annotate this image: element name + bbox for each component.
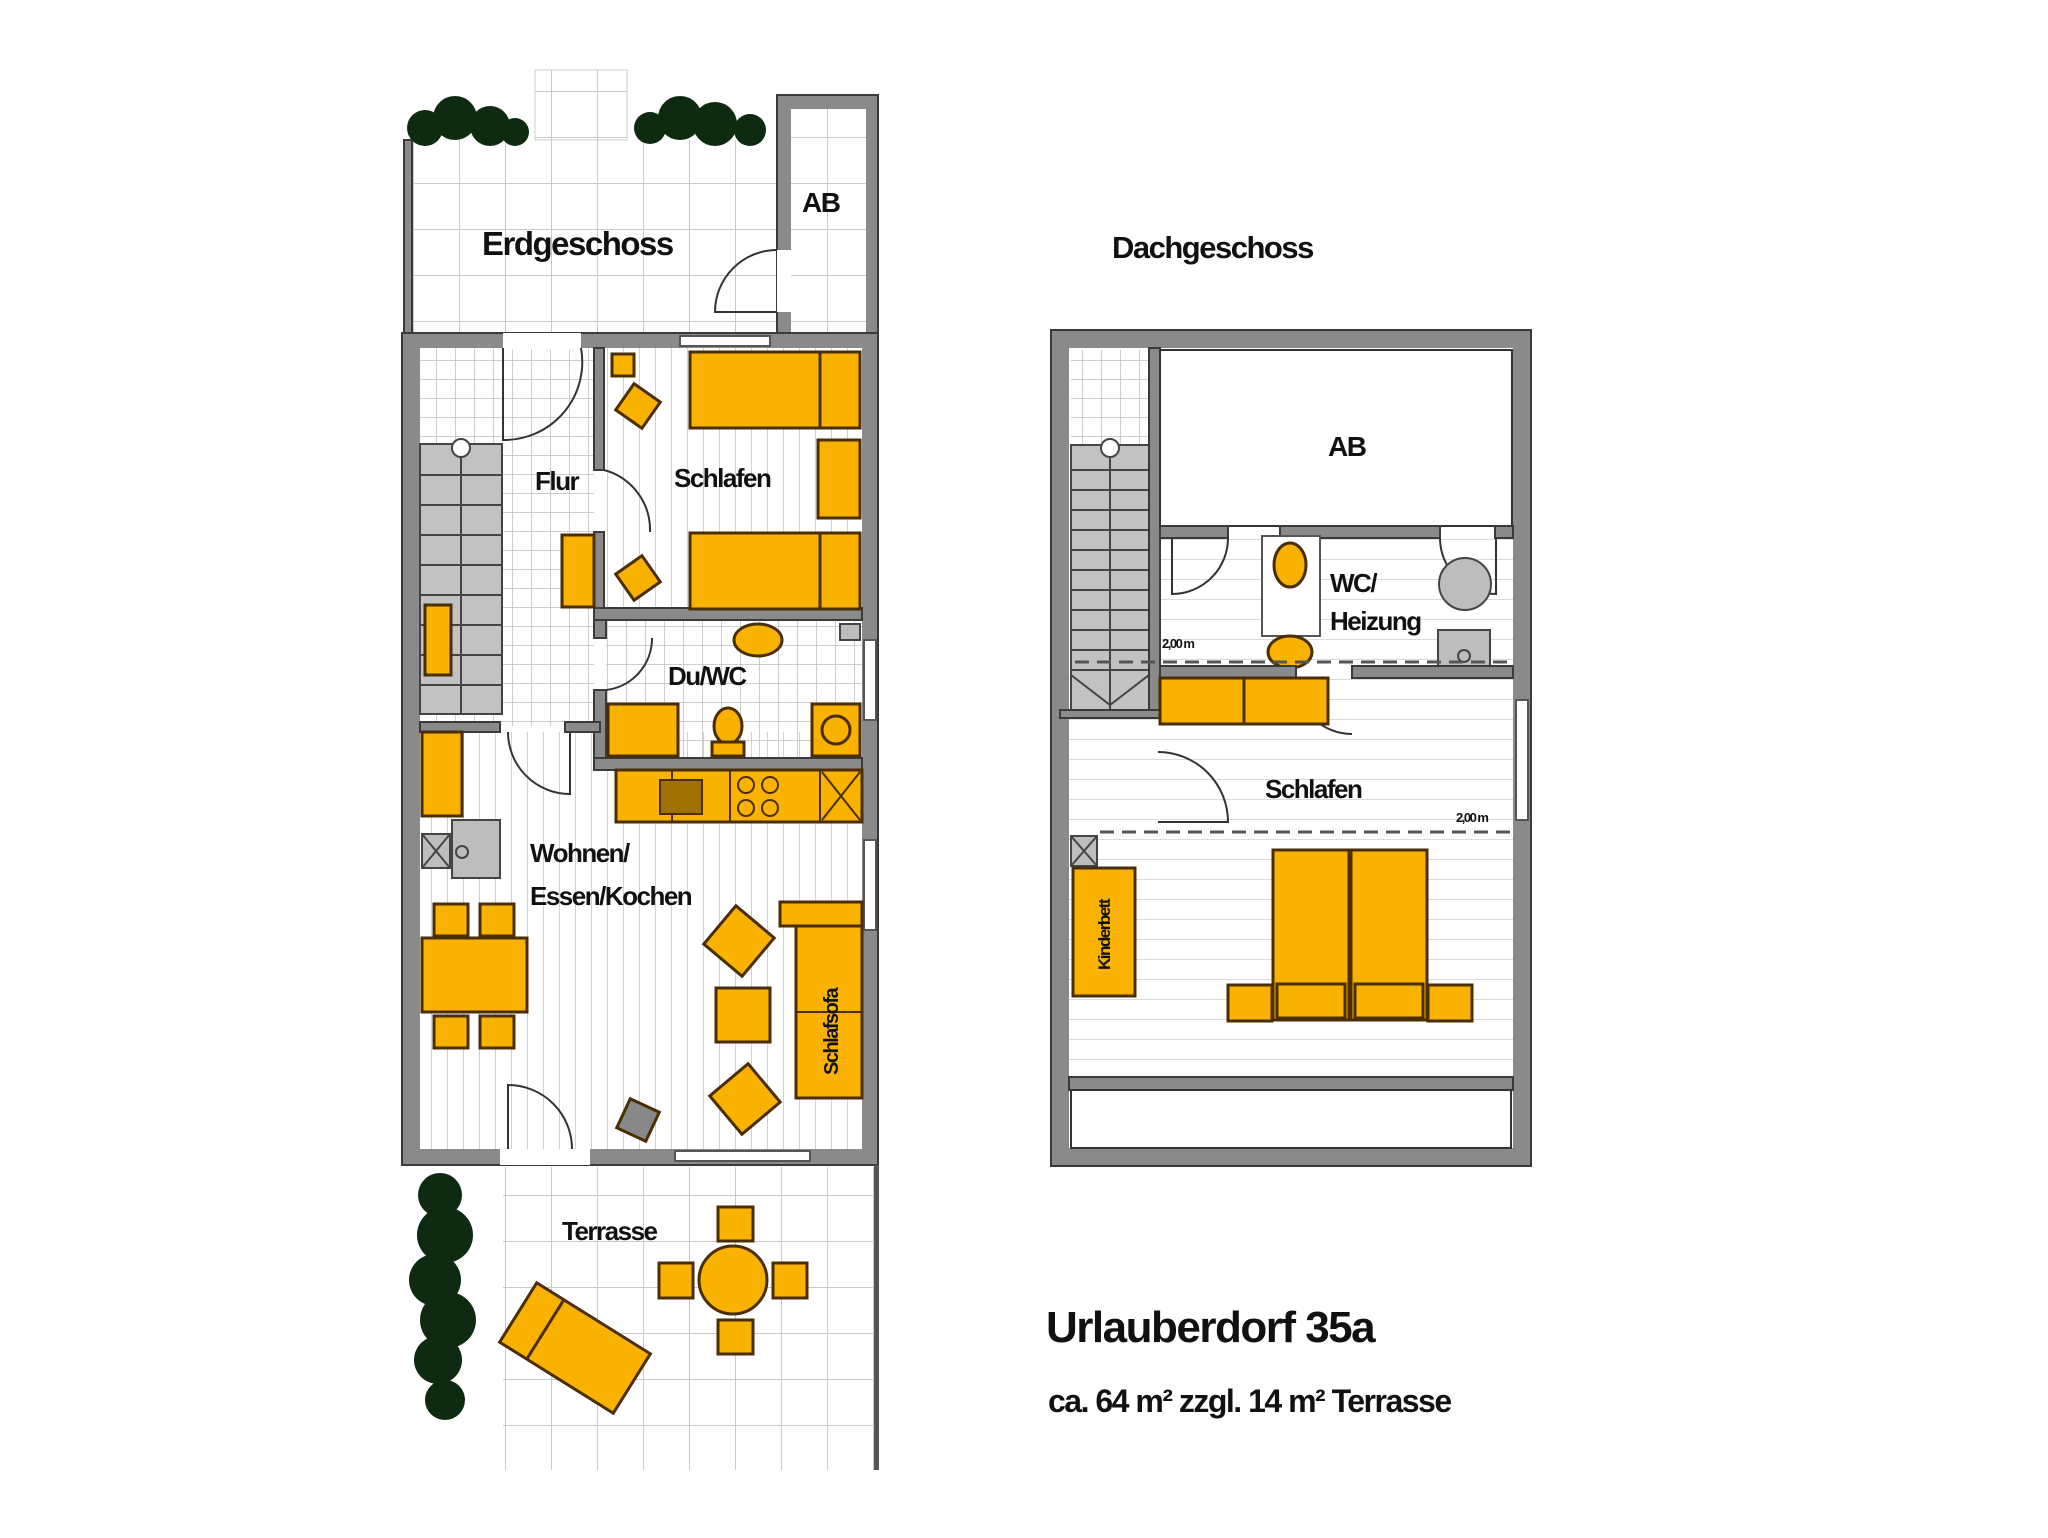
child-bed — [1071, 866, 1137, 998]
furniture-label: Schlafsofa — [821, 986, 843, 1075]
wardrobe — [560, 533, 596, 609]
sun-lounger — [497, 1280, 653, 1416]
single-bed — [688, 531, 862, 611]
nightstand — [816, 438, 862, 520]
armchair — [701, 903, 777, 979]
staircase — [419, 438, 503, 715]
armchair — [707, 1061, 783, 1137]
room-label: WC/ — [1330, 568, 1377, 598]
front-path — [534, 69, 628, 141]
chair — [478, 902, 516, 938]
chair — [771, 1261, 809, 1300]
door-icon — [1157, 751, 1230, 823]
chair — [657, 1261, 695, 1300]
window — [863, 839, 877, 931]
cabinet — [420, 730, 464, 818]
chair — [432, 902, 470, 938]
chair — [478, 1014, 516, 1050]
chair — [716, 1318, 755, 1356]
door-icon — [502, 347, 584, 442]
washing-machine — [810, 702, 862, 758]
toilet-icon — [1272, 541, 1308, 589]
room-label: Du/WC — [668, 661, 747, 691]
armchair — [613, 553, 663, 603]
dining-table — [420, 936, 529, 1014]
plant-icon — [407, 96, 766, 146]
height-mark: 2,00 m — [1456, 810, 1488, 825]
wardrobe — [1158, 676, 1246, 726]
stool — [610, 352, 636, 378]
room-label: Terrasse — [562, 1216, 658, 1246]
boiler-icon — [1438, 557, 1492, 611]
staircase — [1070, 350, 1150, 711]
window — [1515, 699, 1529, 821]
toilet-icon — [712, 706, 744, 746]
plant-icon — [409, 1173, 476, 1420]
front-yard-wall — [403, 139, 413, 336]
door-icon — [603, 469, 652, 533]
room-label: Schlafen — [674, 463, 771, 493]
floor-title: Erdgeschoss — [482, 225, 673, 262]
window — [679, 335, 771, 347]
armchair-small — [614, 1096, 662, 1144]
chair — [432, 1014, 470, 1050]
attic-floor-plan: Dachgeschoss AB — [1050, 230, 1532, 1167]
property-title: Urlauberdorf 35a — [1046, 1303, 1376, 1352]
door-icon — [507, 731, 571, 796]
room-label: Essen/Kochen — [530, 881, 692, 911]
room-label: AB — [802, 187, 840, 218]
window — [863, 639, 877, 721]
shaft-icon — [421, 833, 451, 869]
chair — [716, 1205, 755, 1243]
double-bed — [1226, 848, 1474, 1023]
kitchen-counter — [614, 768, 864, 824]
single-bed — [688, 350, 862, 430]
ground-floor-plan: AB Erdgeschoss — [401, 69, 879, 1470]
room-label: AB — [1328, 431, 1366, 462]
door-icon — [507, 1083, 573, 1150]
property-area: ca. 64 m² zzgl. 14 m² Terrasse — [1048, 1383, 1451, 1419]
armchair — [613, 381, 663, 431]
chimney — [451, 819, 501, 879]
shower — [606, 702, 680, 758]
shaft-icon — [1070, 835, 1098, 867]
window — [674, 1150, 811, 1162]
room-label: Schlafen — [1265, 774, 1362, 804]
ottoman — [714, 986, 772, 1044]
wardrobe — [1242, 676, 1330, 726]
sofa-backrest — [778, 900, 864, 928]
door-icon — [713, 249, 778, 313]
room-label: Flur — [535, 466, 579, 496]
furniture-label: Kinderbett — [1095, 898, 1114, 970]
room-label: Heizung — [1330, 606, 1421, 636]
storage-room-attic — [1159, 349, 1513, 527]
attic-eaves — [1070, 1089, 1512, 1149]
round-table — [697, 1244, 769, 1316]
door-icon — [605, 637, 654, 691]
floor-title: Dachgeschoss — [1112, 230, 1313, 265]
room-label: Wohnen/ — [530, 838, 630, 868]
door-icon — [1171, 537, 1229, 596]
height-mark: 2,00 m — [1162, 636, 1194, 651]
sink-icon — [732, 622, 784, 658]
